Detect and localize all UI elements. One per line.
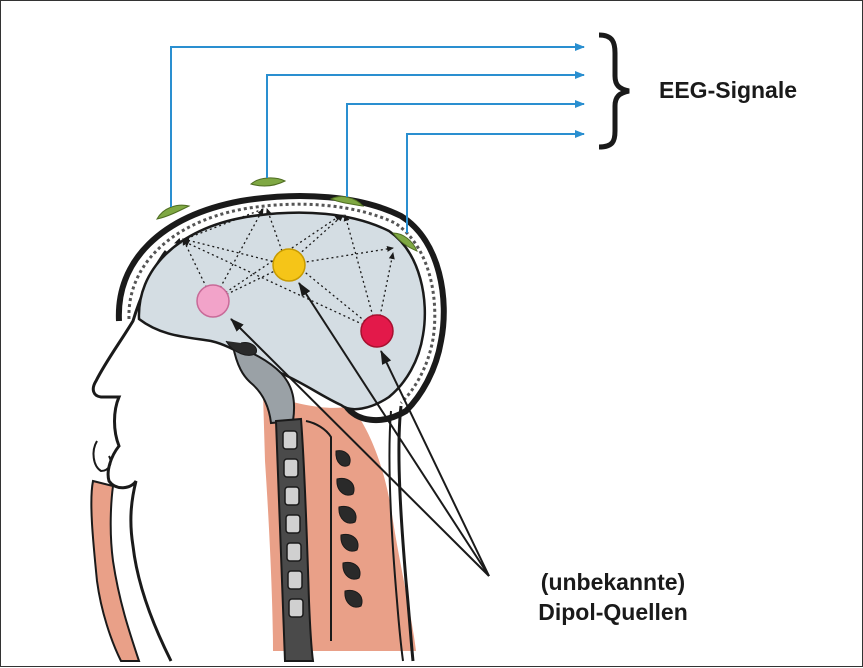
electrode-2 <box>251 178 285 186</box>
dipole-sources-label: (unbekannte) Dipol-Quellen <box>483 567 743 627</box>
signal-line-3 <box>347 104 584 197</box>
dipole-source-red <box>361 315 393 347</box>
dipole-source-pink <box>197 285 229 317</box>
dipole-source-yellow <box>273 249 305 281</box>
signal-line-1 <box>171 47 584 207</box>
signal-line-2 <box>267 75 584 178</box>
dipole-label-line-1: (unbekannte) <box>483 567 743 597</box>
electrode-3 <box>331 197 363 206</box>
brace <box>599 35 629 147</box>
eeg-signals-label: EEG-Signale <box>659 77 797 104</box>
signal-line-4 <box>407 134 584 233</box>
dipole-label-line-2: Dipol-Quellen <box>483 597 743 627</box>
